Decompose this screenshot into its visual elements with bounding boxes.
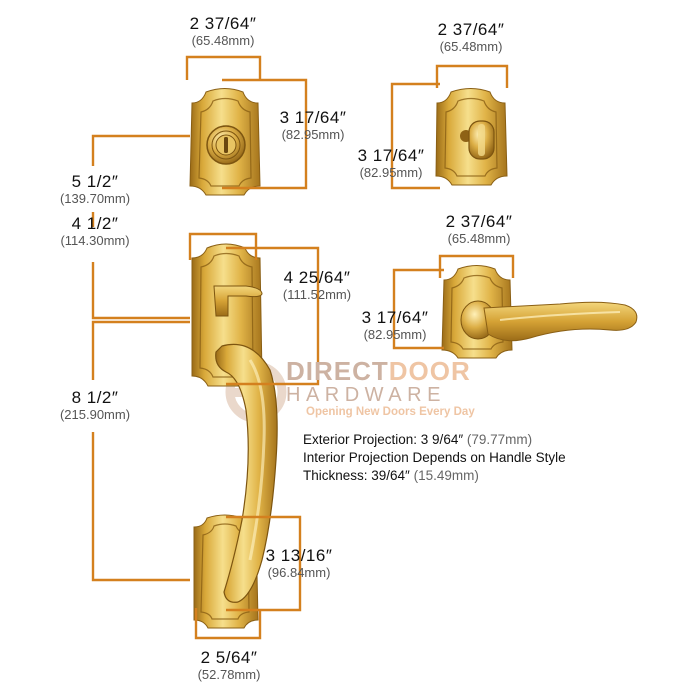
watermark-door: DOOR	[388, 356, 471, 386]
spec-label: Thickness: 39/64″	[303, 468, 410, 483]
mm: (114.30mm)	[60, 233, 130, 248]
lever-icon	[441, 265, 638, 359]
dim-deadbolt-width	[185, 55, 262, 80]
dim-lever-height	[392, 268, 444, 350]
label-spacing-lower: 8 1/2″ (215.90mm)	[40, 388, 150, 422]
watermark: DIRECTDOOR HARDWARE Opening New Doors Ev…	[286, 357, 475, 419]
label-lever-height: 3 17/64″ (82.95mm)	[340, 308, 450, 342]
fraction: 8 1/2″	[71, 388, 119, 407]
mm: (82.95mm)	[359, 165, 423, 180]
label-spacing-middle: 4 1/2″ (114.30mm)	[40, 214, 150, 248]
mm: (65.48mm)	[439, 39, 503, 54]
mm: (82.95mm)	[281, 127, 345, 142]
label-handleset-bottom-width: 2 5/64″ (52.78mm)	[174, 648, 284, 682]
fraction: 3 13/16″	[265, 546, 333, 565]
fraction: 3 17/64″	[279, 108, 347, 127]
spec-exterior-projection: Exterior Projection: 3 9/64″ (79.77mm)	[303, 432, 532, 448]
handleset-icon	[191, 243, 278, 629]
fraction: 2 37/64″	[445, 212, 513, 231]
label-interior-height: 3 17/64″ (82.95mm)	[336, 146, 446, 180]
dim-lever-width	[438, 254, 515, 278]
fraction: 2 37/64″	[437, 20, 505, 39]
watermark-direct: DIRECT	[286, 356, 389, 386]
label-lever-width: 2 37/64″ (65.48mm)	[424, 212, 534, 246]
dim-interior-height	[390, 82, 440, 190]
fraction: 3 17/64″	[357, 146, 425, 165]
mm: (215.90mm)	[59, 407, 131, 422]
mm: (96.84mm)	[267, 565, 331, 580]
mm: (139.70mm)	[59, 191, 131, 206]
dim-handleset-top-height	[226, 246, 320, 386]
label-handleset-bottom-height: 3 13/16″ (96.84mm)	[244, 546, 354, 580]
mm: (111.52mm)	[282, 287, 352, 302]
spec-thickness: Thickness: 39/64″ (15.49mm)	[303, 468, 479, 484]
deadbolt-icon	[189, 88, 261, 196]
fraction: 3 17/64″	[361, 308, 429, 327]
watermark-hardware: HARDWARE	[286, 384, 446, 406]
dim-spacing-middle	[91, 262, 190, 320]
mm: (65.48mm)	[191, 33, 255, 48]
fraction: 4 1/2″	[71, 214, 119, 233]
mm: (52.78mm)	[197, 667, 261, 682]
mm: (82.95mm)	[363, 327, 427, 342]
dim-spacing-lower-bottom	[91, 432, 190, 582]
watermark-tagline: Opening New Doors Every Day	[306, 406, 475, 418]
dim-spacing-upper	[91, 134, 190, 166]
label-deadbolt-height: 3 17/64″ (82.95mm)	[258, 108, 368, 142]
label-interior-width: 2 37/64″ (65.48mm)	[416, 20, 526, 54]
spec-label: Exterior Projection: 3 9/64″	[303, 432, 464, 447]
label-handleset-top-height: 4 25/64″ (111.52mm)	[262, 268, 372, 302]
spec-mm: (15.49mm)	[413, 468, 479, 483]
label-spacing-upper: 5 1/2″ (139.70mm)	[40, 172, 150, 206]
dim-spacing-lower-top	[91, 320, 190, 380]
dim-handleset-bottom-height	[226, 515, 302, 612]
fraction: 2 5/64″	[200, 648, 258, 667]
interior-thumbturn-icon	[435, 88, 508, 186]
spec-interior-projection: Interior Projection Depends on Handle St…	[303, 450, 566, 466]
label-deadbolt-width: 2 37/64″ (65.48mm)	[168, 14, 278, 48]
dim-interior-width	[435, 64, 509, 88]
spec-label: Interior Projection Depends on Handle St…	[303, 450, 566, 465]
dimension-lines	[91, 55, 515, 640]
dim-deadbolt-height	[222, 78, 308, 190]
dim-handleset-bottom-width	[194, 608, 262, 640]
mm: (65.48mm)	[447, 231, 511, 246]
fraction: 5 1/2″	[71, 172, 119, 191]
fraction: 4 25/64″	[283, 268, 351, 287]
spec-mm: (79.77mm)	[466, 432, 533, 447]
fraction: 2 37/64″	[189, 14, 257, 33]
